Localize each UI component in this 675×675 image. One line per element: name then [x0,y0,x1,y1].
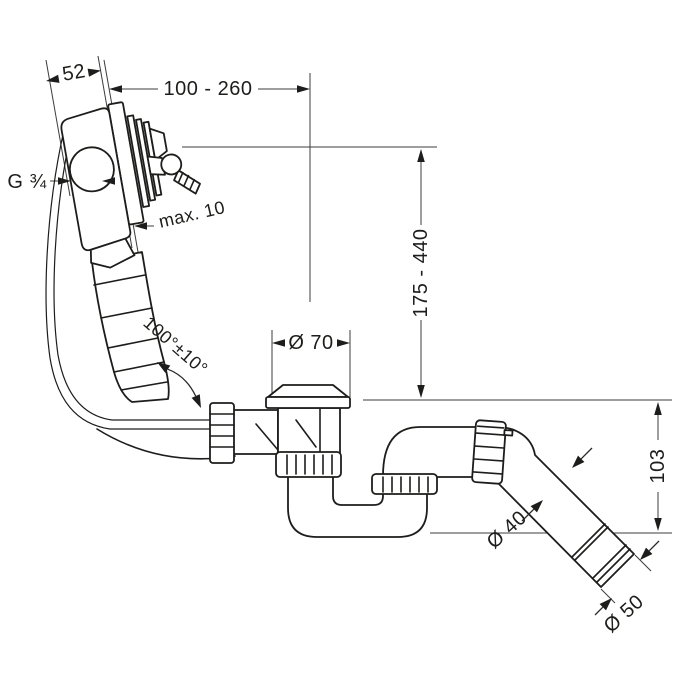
union-tab [503,429,514,437]
outlet-sleeve-seam [571,523,609,561]
arrow-g34-right [102,177,115,185]
arrow-angle-lower [191,394,201,408]
arrow-175-down [417,385,425,398]
inlet-elbow-block [146,155,166,176]
arrow-100-260-left [109,85,122,93]
trap-nut-left [275,451,342,478]
drain-body [277,407,341,456]
cable-adjuster-nut [209,402,235,464]
overflow-neck [89,237,136,269]
arrow-d70-left [272,339,285,347]
label-d70: Ø 70 [288,332,333,354]
label-103: 103 [647,449,669,484]
drain-assembly [209,384,635,588]
arrow-52-right [87,68,101,77]
arrow-100-260-right [297,85,310,93]
label-175-440: 175 - 440 [410,228,432,317]
barb-ridges [177,171,196,191]
drain-side-body [231,409,279,455]
arrow-103-up [654,402,662,415]
drain-body-detail [295,407,321,456]
arrow-52-left [46,74,60,83]
ext-52-left [45,59,71,197]
trap-nut-right [371,473,438,495]
overflow-unit [60,101,201,269]
overflow-inlet-circle [68,146,115,193]
arrow-103-down [654,518,662,531]
outlet-sleeve-end [592,544,631,583]
label-52: 52 [61,60,88,86]
arrow-d40-lower [530,500,543,513]
adjuster-knurl [209,413,235,448]
thread-ring-1 [126,114,151,208]
drain-chamfer [255,423,279,451]
pipe-union-nut [471,419,514,485]
arrow-175-up [417,149,425,162]
arrow-d70-right [337,339,350,347]
arrow-max10 [134,222,147,230]
drain-plug-cap [267,384,349,398]
bowden-cable-inner [53,127,211,421]
arrow-d50-upper [640,547,653,560]
inlet-elbow-ring [160,153,183,176]
label-100-260: 100 - 260 [163,78,252,100]
bowden-cable-outer [45,129,211,430]
ext-d50-upper [634,554,652,572]
dimension-arrows [46,68,662,616]
thread-cone [148,127,168,162]
drain-flange [265,396,351,409]
arrow-d40-upper [572,455,585,468]
angle-arc [167,368,197,397]
ext-d50-lower [600,588,616,604]
label-g34: G ¾ [7,171,46,193]
cable-assembly [45,127,211,430]
arrow-d50-lower [599,598,612,611]
arrow-g34-left [58,177,71,185]
arrow-angle-upper [157,362,171,373]
